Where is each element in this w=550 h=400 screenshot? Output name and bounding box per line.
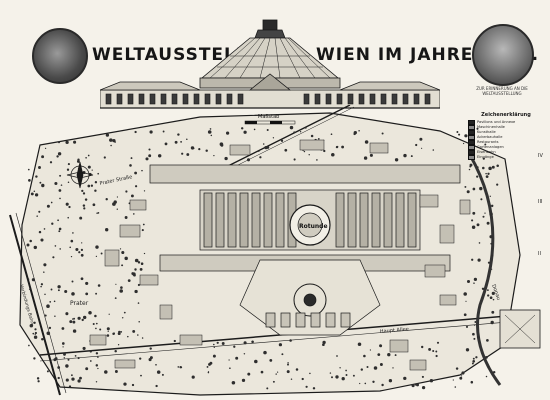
grid-ref: III bbox=[538, 199, 542, 205]
legend-label: Restaurants bbox=[477, 140, 499, 144]
legend-item: Eingänge bbox=[468, 155, 544, 160]
park-trees bbox=[26, 125, 499, 390]
legend-swatch bbox=[468, 150, 475, 155]
rotunde-elevation bbox=[100, 19, 440, 109]
scale-bar: Maßstab bbox=[244, 114, 296, 125]
legend-title: Zeichenerklärung bbox=[481, 112, 531, 118]
legend-swatch bbox=[468, 120, 475, 125]
grid-ref: IV bbox=[538, 153, 543, 159]
legend-item: Kunsthalle bbox=[468, 130, 544, 135]
legend-swatch bbox=[468, 155, 475, 160]
legend-item: Maschinenhalle bbox=[468, 125, 544, 130]
legend-label: Eisenbahn bbox=[477, 150, 496, 154]
legend-item: Gartenanlagen bbox=[468, 145, 544, 150]
legend-swatch bbox=[468, 140, 475, 145]
legend-label: Gartenanlagen bbox=[477, 145, 504, 149]
legend-swatch bbox=[468, 135, 475, 140]
legend-swatch bbox=[468, 145, 475, 150]
legend-label: Ackerbauhalle bbox=[477, 135, 503, 139]
scale-title: Maßstab bbox=[258, 114, 279, 120]
grounds-outline bbox=[19, 112, 521, 396]
label-prater: Prater bbox=[70, 300, 89, 307]
donau-canal bbox=[468, 154, 502, 386]
site-plan: Rotunde Prater Straße Prater Haupt Allee… bbox=[9, 105, 543, 396]
medal-caption: ZUR ERINNERUNG AN DIE WELTAUSSTELLUNG bbox=[476, 86, 528, 96]
legend-item: Ackerbauhalle bbox=[468, 135, 544, 140]
compass-rose bbox=[66, 161, 94, 189]
portrait-medallion bbox=[32, 28, 88, 84]
legend-label: Pavillons und Annexe bbox=[477, 120, 516, 124]
label-hauptallee: Haupt Allee bbox=[380, 326, 409, 335]
legend-item: Eisenbahn bbox=[468, 150, 544, 155]
legend-swatch bbox=[468, 125, 475, 130]
commemorative-medal bbox=[472, 24, 534, 86]
legend-item: Restaurants bbox=[468, 140, 544, 145]
label-rotunde: Rotunde bbox=[299, 223, 328, 230]
grid-ref: II bbox=[538, 251, 541, 257]
legend-swatch bbox=[468, 130, 475, 135]
legend-label: Maschinenhalle bbox=[477, 125, 505, 129]
railway-line bbox=[9, 214, 61, 396]
legend-label: Eingänge bbox=[477, 155, 494, 159]
legend-label: Kunsthalle bbox=[477, 130, 496, 134]
industrial-palace bbox=[149, 164, 461, 336]
label-donau: Donau bbox=[490, 284, 501, 301]
legend-item: Pavillons und Annexe bbox=[468, 120, 544, 125]
